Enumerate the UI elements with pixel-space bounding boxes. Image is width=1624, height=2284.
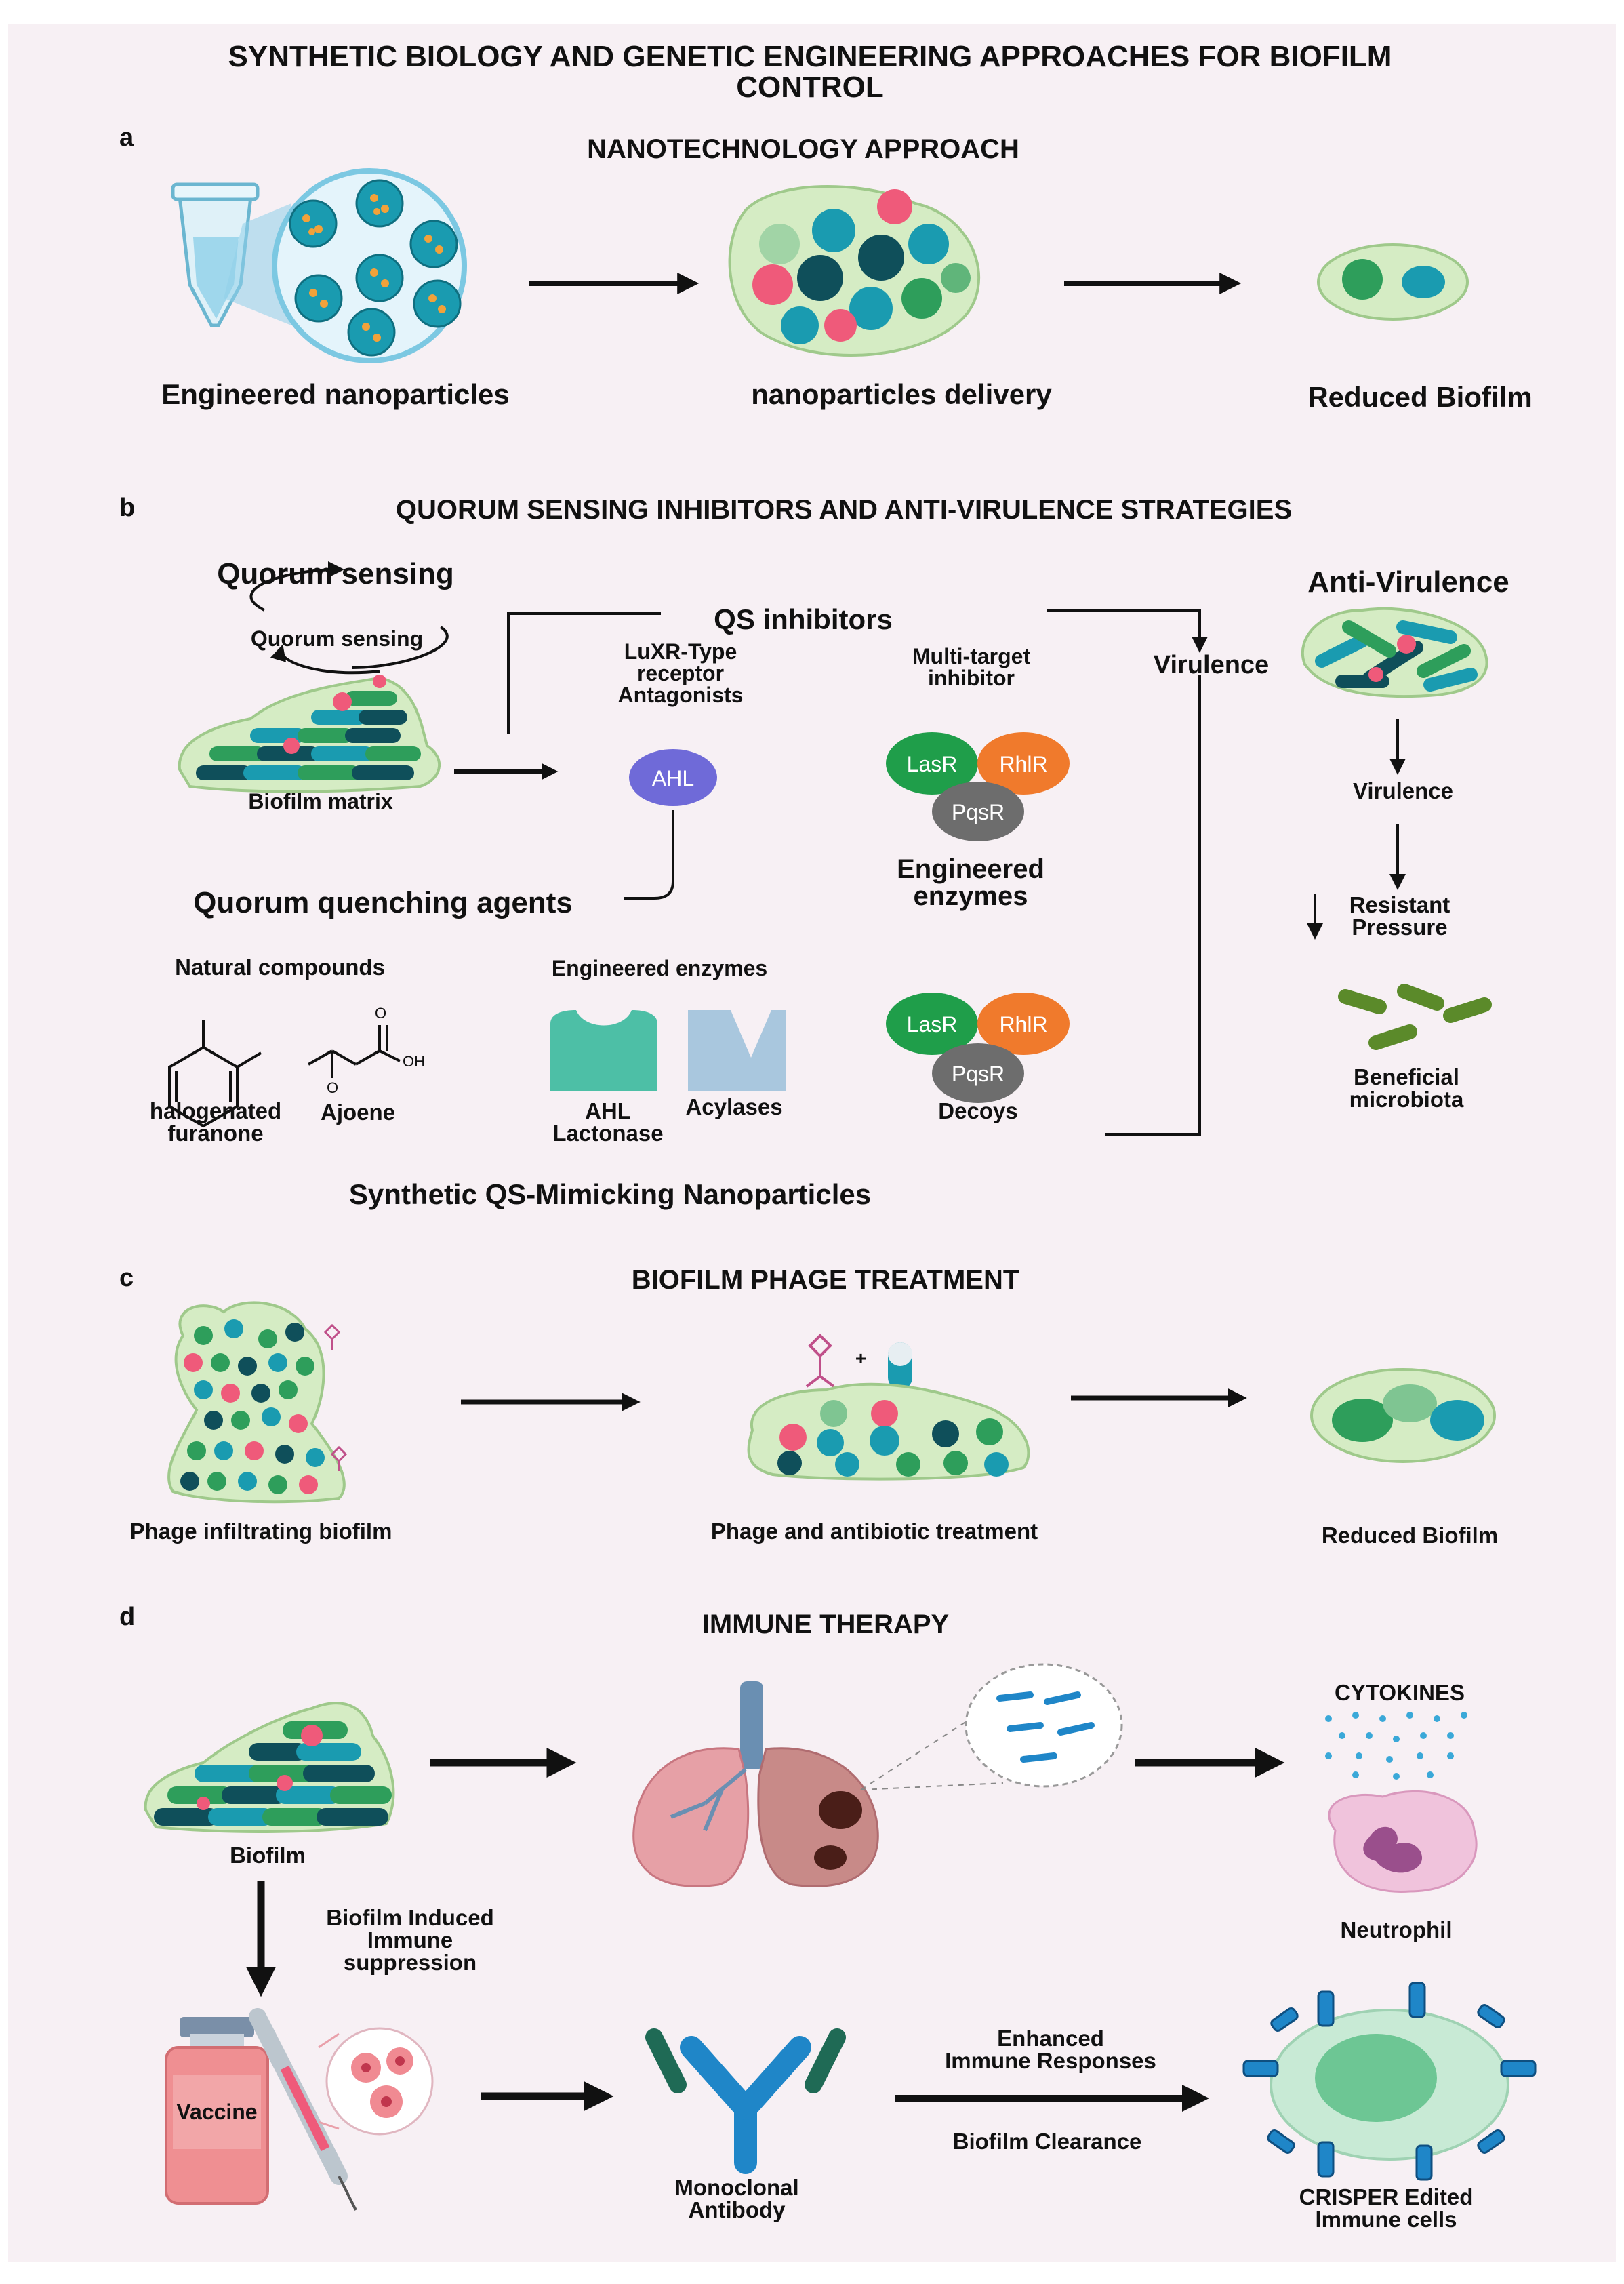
label-reduced-biofilm-c: Reduced Biofilm — [1321, 1523, 1499, 1548]
syringe-icon — [249, 2008, 357, 2211]
decoy-pqsr-label: PqsR — [951, 1062, 1005, 1086]
quorum-quenching-label: Quorum quenching agents — [193, 886, 573, 919]
ajoene-ether-label: O — [327, 1079, 339, 1096]
virulence-mid-label: Virulence — [1153, 651, 1270, 679]
connector-qs — [507, 612, 661, 734]
cytokines-icon — [1325, 1712, 1467, 1780]
lung-icon — [632, 1681, 879, 1887]
connector-ahl — [624, 810, 674, 900]
phage-antibiotic-biofilm-icon — [747, 1382, 1030, 1481]
panel-a-heading: NANOTECHNOLOGY APPROACH — [587, 134, 1019, 164]
ahl-oval — [629, 749, 717, 806]
ajoene-oxygen-label: O — [375, 1005, 387, 1022]
immune-suppression-label: Biofilm Induced Immune suppression — [326, 1905, 494, 1975]
anti-virulence-title: Anti-Virulence — [1307, 565, 1509, 599]
halogenated-furanone-label: halogenated furanone — [149, 1098, 282, 1146]
vaccine-vial-icon — [165, 2017, 269, 2205]
label-phage-antibiotic: Phage and antibiotic treatment — [710, 1519, 1038, 1544]
neutrophil-icon — [1328, 1790, 1478, 1893]
ahl-lactonase-label: AHL Lactonase — [552, 1098, 664, 1146]
panel-b-letter: b — [119, 494, 136, 522]
plus-sign: + — [855, 1348, 867, 1369]
pqsr-label: PqsR — [951, 800, 1005, 824]
neutrophil-label: Neutrophil — [1340, 1917, 1453, 1942]
beneficial-microbiota-label: Beneficial microbiota — [1349, 1064, 1464, 1112]
natural-compounds-label: Natural compounds — [175, 955, 385, 980]
phage-icon — [805, 1334, 835, 1388]
enhanced-responses-label: Enhanced Immune Responses — [945, 2026, 1156, 2073]
label-nanoparticles-delivery: nanoparticles delivery — [751, 378, 1052, 410]
quorum-cycle-icon — [249, 561, 449, 675]
halogenated-furanone-structure — [168, 1020, 262, 1128]
antibiotic-capsule-icon — [888, 1342, 912, 1390]
panel-d-heading: IMMUNE THERAPY — [702, 1609, 950, 1639]
beneficial-microbiota-icon — [1338, 984, 1492, 1050]
label-engineered-nanoparticles: Engineered nanoparticles — [161, 378, 510, 410]
biofilm-delivery-icon — [728, 185, 980, 357]
ajoene-structure — [308, 1025, 401, 1078]
reduced-biofilm-icon — [1317, 243, 1469, 321]
decoy-rhlr-label: RhlR — [999, 1012, 1048, 1037]
acylases-label: Acylases — [685, 1094, 783, 1119]
figure-title: SYNTHETIC BIOLOGY AND GENETIC ENGINEERIN… — [228, 40, 1392, 104]
decoy-lasr-label: LasR — [906, 1012, 958, 1037]
quorum-sensing-title: Quorum sensing — [217, 557, 454, 590]
ahl-label: AHL — [651, 766, 695, 790]
panel-d-letter: d — [119, 1603, 136, 1631]
rhlr-label: RhlR — [999, 752, 1048, 776]
panel-a-letter: a — [119, 123, 134, 152]
ajoene-hydroxyl-label: OH — [403, 1053, 425, 1070]
label-phage-infiltrating: Phage infiltrating biofilm — [129, 1519, 392, 1544]
panel-c-letter: c — [119, 1264, 134, 1292]
virulence-right-label: Virulence — [1353, 778, 1453, 803]
quorum-sensing-cycle-label: Quorum sensing — [250, 626, 424, 651]
tube-icon — [171, 182, 291, 327]
biofilm-matrix-label: Biofilm matrix — [248, 789, 393, 814]
ahl-lactonase-icon — [550, 1010, 657, 1091]
infected-cells-zoom-icon — [318, 2027, 434, 2136]
luxr-antagonists-label: LuXR-Type receptor Antagonists — [617, 639, 744, 707]
panel-b-heading: QUORUM SENSING INHIBITORS AND ANTI-VIRUL… — [395, 495, 1293, 525]
monoclonal-antibody-label: Monoclonal Antibody — [674, 2175, 799, 2222]
ajoene-label: Ajoene — [320, 1100, 396, 1125]
antibody-icon — [645, 2028, 846, 2174]
crisper-cells-label: CRISPER Edited Immune cells — [1299, 2184, 1474, 2232]
vaccine-label: Vaccine — [176, 2100, 258, 2124]
connector-decoys — [1105, 675, 1201, 1136]
synthetic-qs-label: Synthetic QS-Mimicking Nanoparticles — [348, 1178, 872, 1210]
receptor-cluster-top — [886, 732, 1070, 841]
figure-background — [8, 24, 1616, 2262]
acylase-icon — [688, 1010, 786, 1091]
biofilm-d-icon — [144, 1702, 395, 1833]
panel-c-heading: BIOFILM PHAGE TREATMENT — [631, 1265, 1020, 1295]
cytokines-label: CYTOKINES — [1335, 1680, 1465, 1705]
engineered-enzymes-label: Engineered enzymes — [897, 854, 1044, 911]
bacteria-zoom-icon — [860, 1663, 1123, 1790]
lasr-label: LasR — [906, 752, 958, 776]
multi-target-inhibitor-label: Multi-target inhibitor — [912, 644, 1031, 690]
immune-cell-icon — [1242, 1982, 1537, 2181]
qs-inhibitors-label: QS inhibitors — [714, 603, 893, 635]
biofilm-d-label: Biofilm — [230, 1843, 306, 1868]
receptor-cluster-decoys — [886, 993, 1070, 1103]
reduced-biofilm-c-icon — [1310, 1368, 1496, 1463]
connector-virulence — [1047, 609, 1208, 653]
resistant-pressure-label: Resistant Pressure — [1349, 892, 1450, 940]
anti-virulence-biofilm-icon — [1301, 607, 1488, 698]
phage-biofilm-icon — [167, 1301, 348, 1504]
biofilm-matrix-icon — [178, 675, 441, 793]
engineered-enzymes-small-label: Engineered enzymes — [551, 956, 768, 980]
biofilm-clearance-label: Biofilm Clearance — [952, 2129, 1142, 2154]
decoys-label: Decoys — [938, 1098, 1018, 1123]
label-reduced-biofilm-a: Reduced Biofilm — [1307, 381, 1532, 413]
nanoparticle-zoom-icon — [272, 168, 467, 363]
